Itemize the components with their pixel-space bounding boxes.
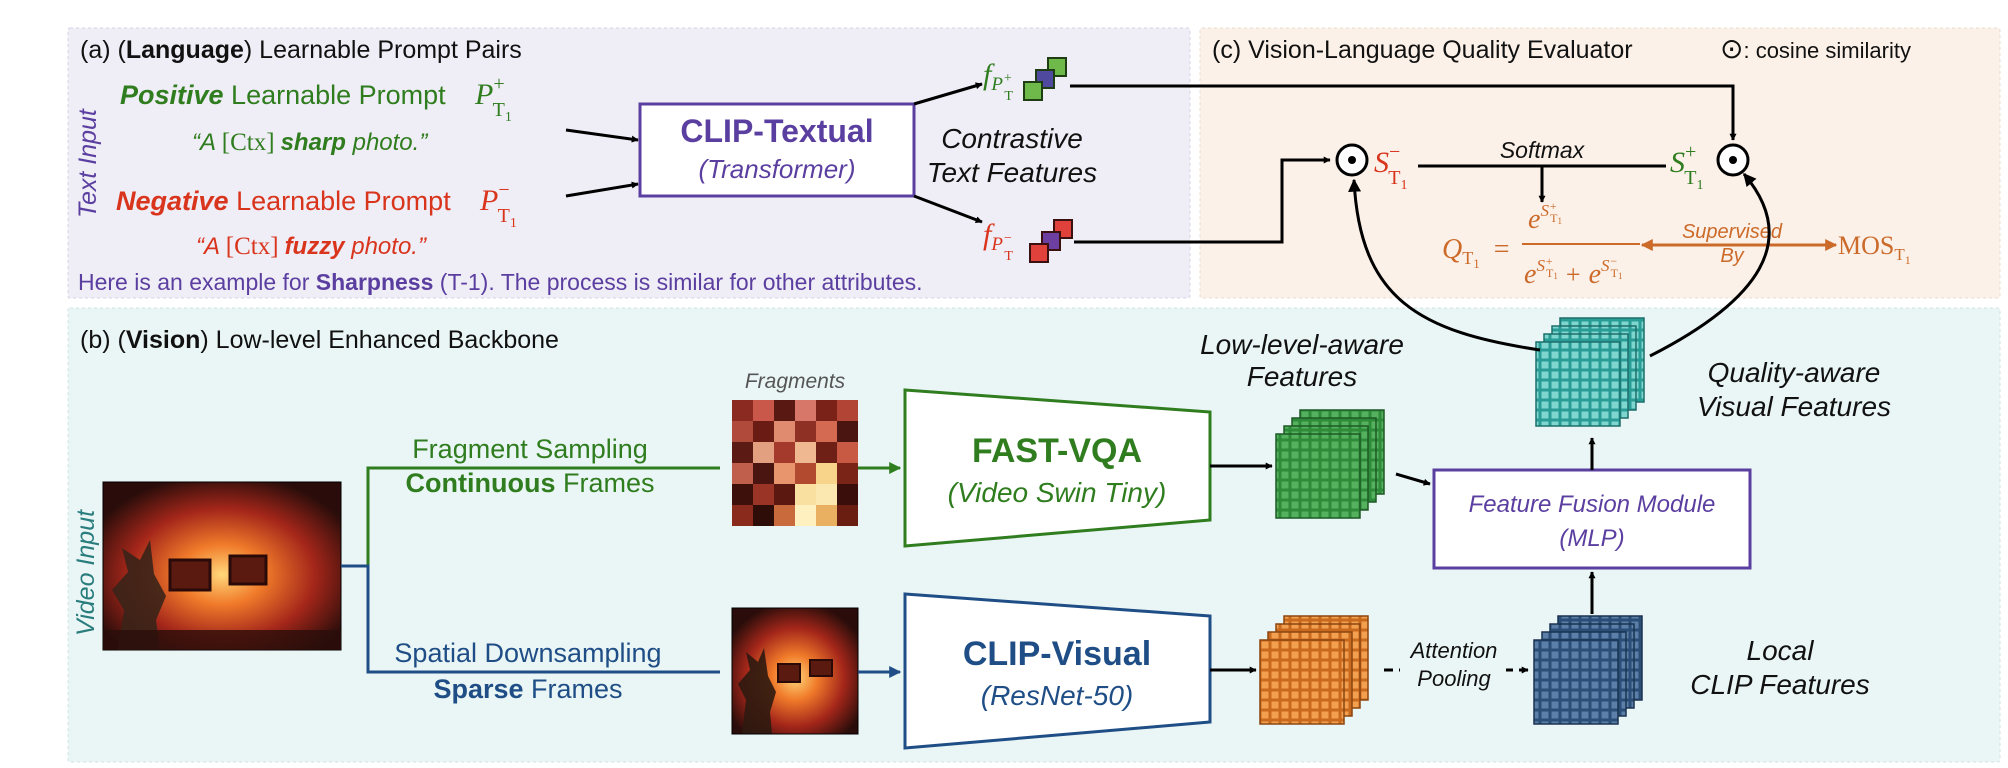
s-negative-symbol: S−T1	[1374, 141, 1408, 193]
s-positive-symbol: S+T1	[1670, 141, 1704, 193]
arrow-clip-textual-to-fneg	[913, 194, 983, 224]
clip-visual-feature-cube	[1259, 615, 1369, 725]
quality-aware-feature-cube	[1535, 317, 1645, 427]
arrow-low-level-to-fusion	[1395, 472, 1431, 486]
quality-formula: QT1= eS+T1 eS+T1+eS−T1	[1442, 199, 1640, 290]
spatial-downsampling-label: Spatial Downsampling	[394, 638, 661, 668]
branch-spatial-downsampling	[341, 564, 720, 674]
clip-visual-title: CLIP-Visual	[963, 635, 1151, 673]
video-frame-image	[102, 481, 342, 651]
video-input-side-label: Video Input	[72, 509, 100, 636]
q-symbol: QT1=	[1442, 234, 1510, 271]
odot-right	[1716, 143, 1750, 177]
sparse-frame-image	[731, 607, 859, 735]
mos-label: MOST1	[1838, 231, 1911, 267]
arrow-quality-to-odot-right	[1649, 173, 1771, 358]
cosine-similarity-legend: ⊙: cosine similarity	[1720, 33, 1911, 64]
positive-prompt-text: “A [Ctx]sharp photo.”	[192, 129, 428, 156]
local-clip-feature-cube	[1533, 615, 1643, 725]
formula-numerator: eS+T1	[1528, 199, 1562, 235]
panel-c-title: (c) Vision-Language Quality Evaluator	[1212, 36, 1633, 64]
positive-text-feature-icon	[1023, 57, 1067, 101]
fragments-image	[732, 400, 858, 526]
panel-c-background	[1199, 27, 2001, 299]
fastvqa-title: FAST-VQA	[972, 432, 1142, 470]
text-input-side-label: Text Input	[74, 108, 102, 218]
sparse-frames-label: Sparse Frames	[433, 674, 622, 704]
formula-denominator: eS+T1+eS−T1	[1524, 254, 1622, 290]
negative-prompt-symbol: P−T1	[479, 179, 517, 231]
clip-textual-title: CLIP-Textual	[680, 113, 873, 149]
clip-textual-box	[638, 102, 916, 198]
arrow-quality-to-odot-left	[1348, 178, 1541, 352]
fragment-sampling-label: Fragment Sampling	[412, 434, 648, 464]
clip-textual-subtitle: (Transformer)	[699, 154, 856, 184]
negative-prompt-text: “A [Ctx]fuzzy photo.”	[196, 233, 427, 260]
continuous-frames-label: Continuous Frames	[406, 468, 655, 498]
panel-a-background	[67, 27, 1191, 299]
panel-b-title: (b) (Vision) Low-level Enhanced Backbone	[80, 326, 559, 354]
attention-pooling-label-bg	[1400, 630, 1506, 702]
arrow-clip-textual-to-fpos	[913, 82, 983, 106]
fastvqa-block	[903, 388, 1212, 548]
arrow-fneg-to-odot-left	[1074, 156, 1331, 244]
negative-prompt-label: Negative Learnable Prompt	[116, 186, 451, 216]
positive-prompt-label: Positive Learnable Prompt	[120, 80, 446, 110]
low-level-feature-cube	[1275, 409, 1385, 519]
clip-visual-block	[903, 592, 1212, 750]
feature-fusion-box	[1432, 468, 1752, 570]
clip-visual-subtitle: (ResNet-50)	[981, 680, 1133, 711]
arrow-fpos-to-odot-right	[1070, 84, 1737, 141]
fastvqa-subtitle: (Video Swin Tiny)	[948, 477, 1167, 508]
odot-left	[1335, 143, 1369, 177]
negative-text-feature-icon	[1029, 219, 1073, 263]
arrow-positive-to-clip-textual	[565, 128, 639, 143]
softmax-label: Softmax	[1500, 137, 1586, 163]
feature-fusion-label: Feature Fusion Module(MLP)	[1469, 491, 1716, 552]
example-note: Here is an example for Sharpness (T-1). …	[78, 269, 923, 295]
positive-prompt-symbol: P+T1	[474, 73, 512, 125]
fragments-label: Fragments	[745, 370, 846, 393]
arrow-negative-to-clip-textual	[565, 181, 639, 198]
panel-a-title: (a) (Language) Learnable Prompt Pairs	[80, 36, 522, 64]
